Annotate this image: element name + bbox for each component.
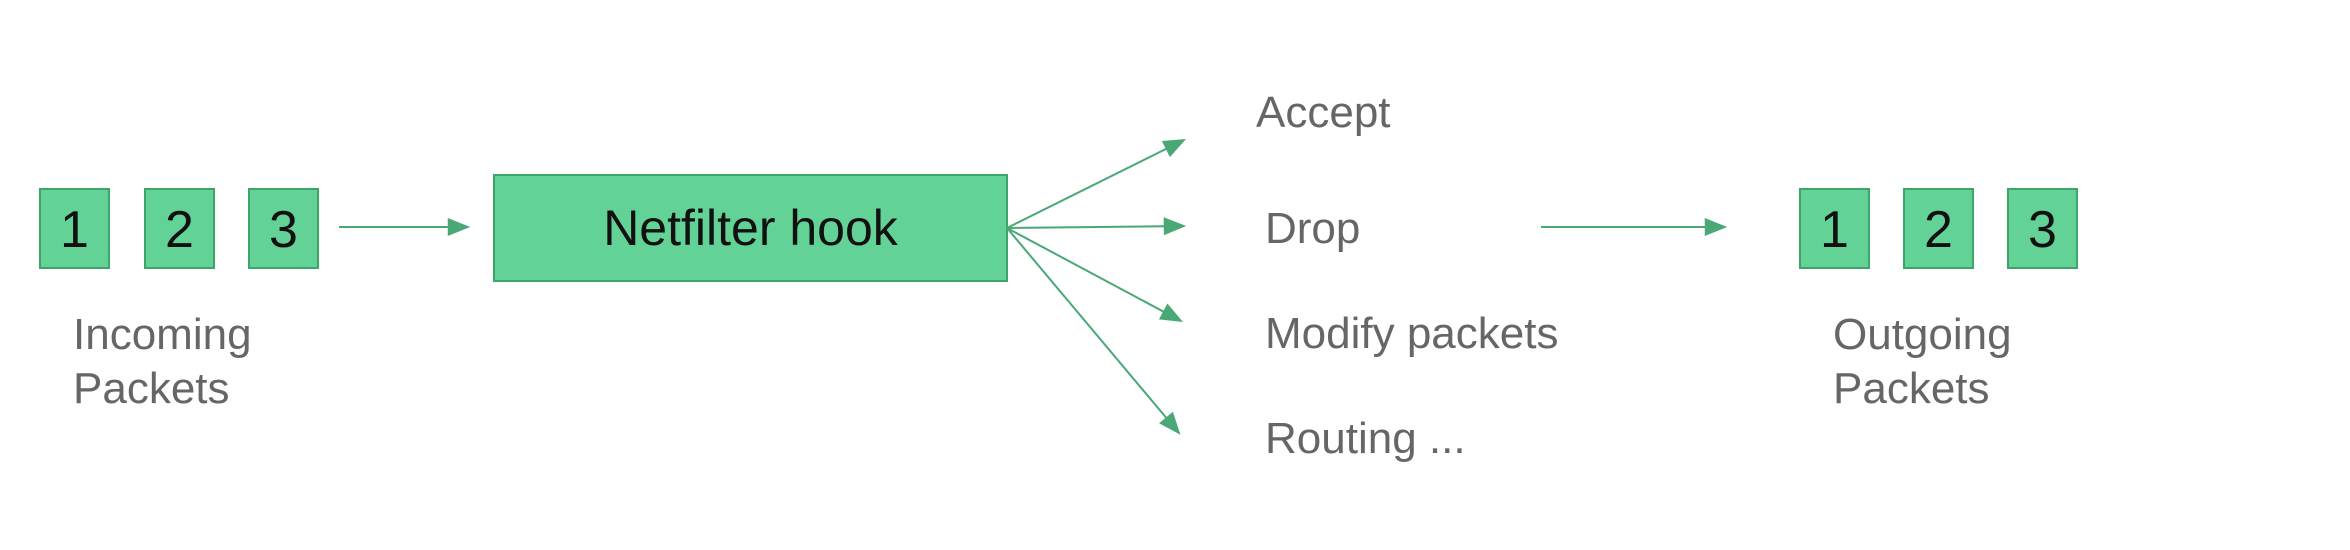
outgoing-packet-2-label: 2 [1924,201,1953,259]
action-drop: Drop [1265,204,1360,253]
outgoing-packet-1-label: 1 [1820,201,1849,259]
incoming-caption-line2: Packets [73,364,230,413]
incoming-packets: 1 2 3 [39,188,319,269]
outgoing-packet-2: 2 [1903,188,1974,269]
outgoing-packet-3: 3 [2007,188,2078,269]
arrow-to-modify [1006,227,1183,323]
incoming-packet-2-label: 2 [165,201,194,259]
action-accept: Accept [1256,88,1391,137]
incoming-packet-2: 2 [144,188,215,269]
netfilter-hook-label: Netfilter hook [603,200,899,256]
arrow-to-accept [1006,138,1187,229]
action-modify: Modify packets [1265,309,1558,358]
outgoing-packets: 1 2 3 [1799,188,2078,269]
incoming-packet-3-label: 3 [269,201,298,259]
netfilter-hook-box: Netfilter hook [493,174,1008,282]
action-routing: Routing ... [1265,414,1466,463]
outgoing-caption-line2: Packets [1833,364,1990,413]
incoming-packet-3: 3 [248,188,319,269]
incoming-packet-1-label: 1 [60,201,89,259]
arrow-to-routing [1006,227,1181,435]
incoming-packet-1: 1 [39,188,110,269]
arrow-to-drop [1006,217,1187,236]
outgoing-packet-3-label: 3 [2028,201,2057,259]
outgoing-packet-1: 1 [1799,188,1870,269]
incoming-caption-line1: Incoming [73,310,252,359]
outgoing-caption-line1: Outgoing [1833,310,2012,359]
